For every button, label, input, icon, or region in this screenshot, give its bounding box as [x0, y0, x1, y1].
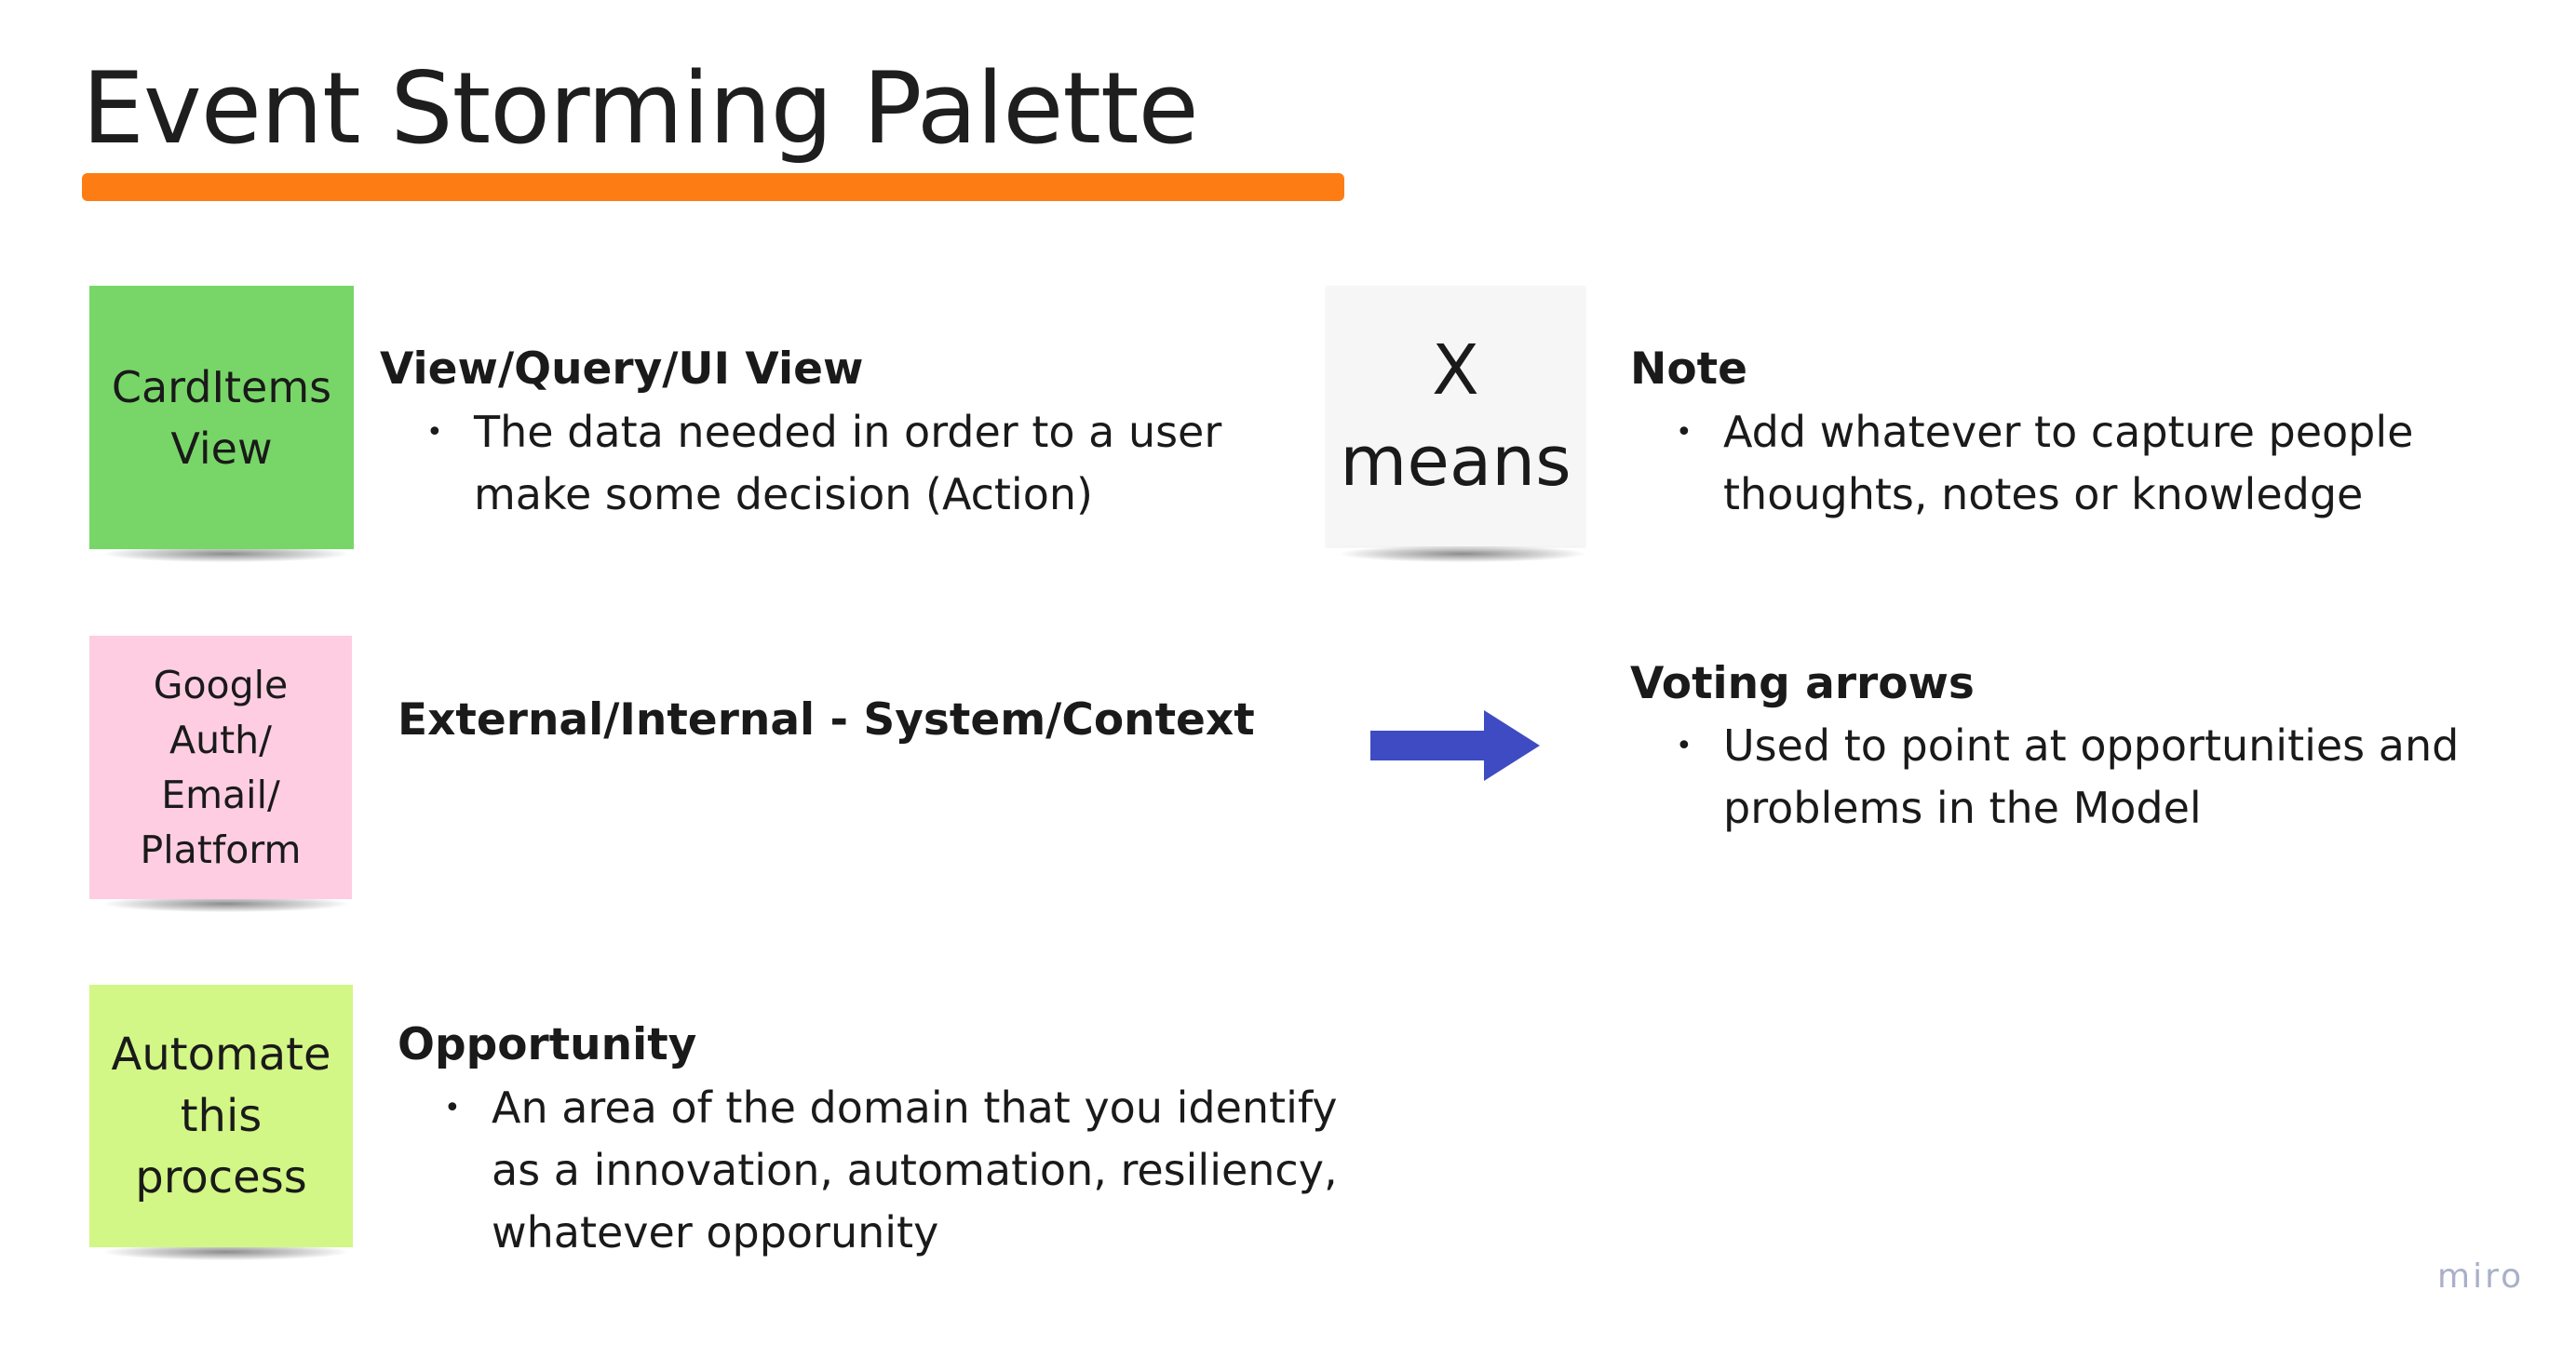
sticky-note-external[interactable]: Google Auth/ Email/ Platform	[89, 636, 352, 899]
sticky-shadow	[1341, 545, 1585, 562]
sticky-shadow	[104, 545, 348, 562]
title-underline-bar	[82, 173, 1344, 201]
bullet-dot: •	[1676, 730, 1693, 762]
sticky-note-text: Google Auth/ Email/ Platform	[140, 662, 302, 872]
sticky-note-opportunity[interactable]: Automate this process	[89, 985, 353, 1247]
note-description: Add whatever to capture people thoughts,…	[1723, 407, 2414, 519]
right-arrow-icon[interactable]	[1370, 710, 1540, 781]
opportunity-heading: Opportunity	[398, 1019, 697, 1070]
sticky-note-text: Automate this process	[111, 1029, 331, 1204]
page-title: Event Storming Palette	[82, 51, 1199, 166]
sticky-shadow	[104, 1244, 348, 1260]
voting-description: Used to point at opportunities and probl…	[1723, 720, 2460, 833]
view-description: The data needed in order to a user make …	[474, 407, 1222, 519]
sticky-note-text: X means	[1340, 330, 1571, 502]
external-heading: External/Internal - System/Context	[398, 694, 1255, 746]
bullet-dot: •	[444, 1092, 461, 1124]
miro-watermark-logo: miro	[2437, 1258, 2525, 1296]
view-heading: View/Query/UI View	[380, 343, 864, 395]
sticky-shadow	[104, 895, 348, 912]
opportunity-description: An area of the domain that you identify …	[492, 1083, 1338, 1258]
sticky-note-text: CardItems View	[111, 361, 332, 474]
bullet-dot: •	[1676, 416, 1693, 449]
sticky-note-note[interactable]: X means	[1326, 286, 1585, 546]
note-heading: Note	[1630, 343, 1747, 395]
voting-heading: Voting arrows	[1630, 658, 1975, 709]
sticky-note-view[interactable]: CardItems View	[89, 286, 354, 549]
bullet-dot: •	[426, 416, 443, 449]
